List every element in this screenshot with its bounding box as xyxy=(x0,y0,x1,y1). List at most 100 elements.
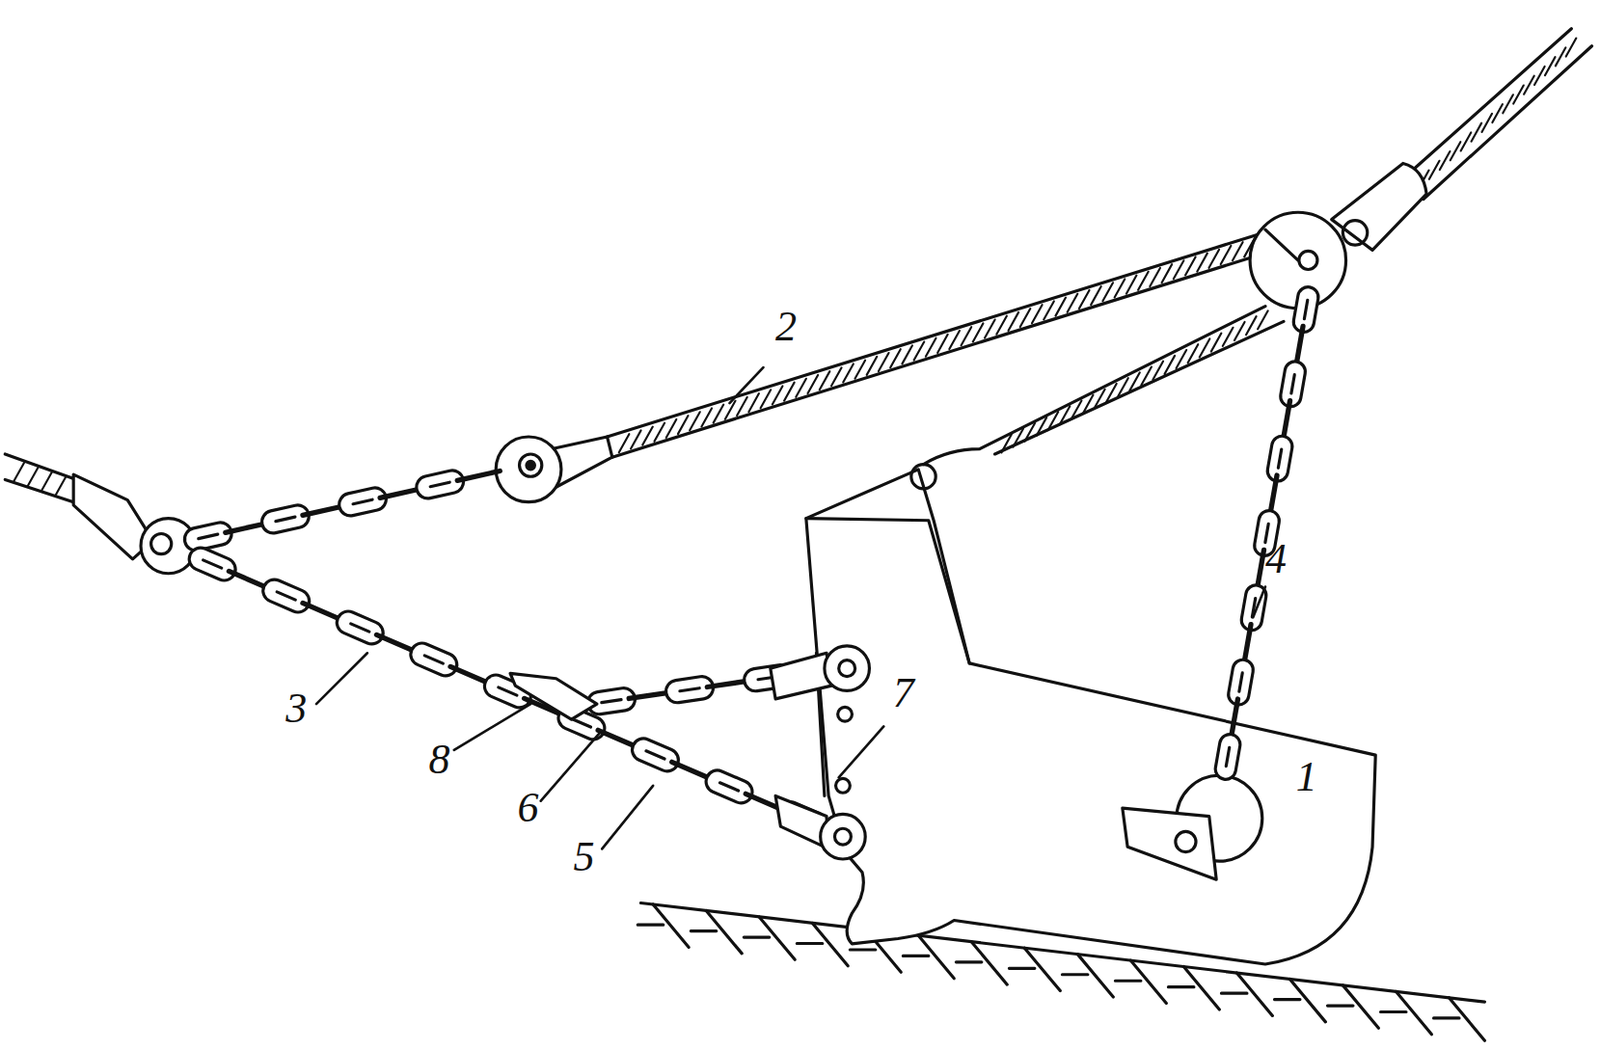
link-outline xyxy=(259,575,313,616)
callout-number: 5 xyxy=(573,836,596,879)
link-stud xyxy=(1225,747,1229,766)
chain-eye-fitting xyxy=(770,652,832,700)
rope-strand xyxy=(1094,389,1106,408)
rope-strand xyxy=(1048,411,1059,431)
rope-strand xyxy=(27,467,39,487)
chain-link xyxy=(333,607,387,648)
rope-strand xyxy=(1185,256,1196,275)
rope-strand xyxy=(949,330,960,350)
rope-strand xyxy=(1164,355,1175,375)
leader-line xyxy=(541,732,600,802)
wire-rope xyxy=(4,454,77,503)
rope-strand xyxy=(1079,290,1090,309)
shackle-plate xyxy=(1122,808,1217,880)
rope-strand xyxy=(984,320,996,339)
rope-strand xyxy=(925,338,937,357)
chain-link xyxy=(406,639,461,679)
rope-strand xyxy=(1071,400,1083,419)
chain-eye xyxy=(824,646,870,692)
link-stud xyxy=(198,534,218,539)
link-outline xyxy=(336,486,388,519)
link-outline xyxy=(414,468,466,502)
link-outline xyxy=(628,734,682,775)
hatch-mark xyxy=(1114,960,1167,1004)
rope-strand xyxy=(1138,271,1149,291)
rope-strand xyxy=(1036,417,1048,436)
rope-strand xyxy=(961,326,973,346)
rope-strand xyxy=(795,379,807,398)
rope-strand xyxy=(808,375,819,394)
ring-mark xyxy=(1265,229,1299,261)
rope-strand xyxy=(1149,268,1161,287)
rope-strand xyxy=(1140,367,1152,386)
link-outline xyxy=(182,520,234,554)
chain-link xyxy=(336,486,388,519)
rope-strand xyxy=(760,389,772,408)
rope-strand xyxy=(1534,66,1546,85)
callout-number: 7 xyxy=(893,672,915,715)
link-stud xyxy=(601,700,622,704)
rope-strand xyxy=(1196,253,1208,272)
rope-eye-dot xyxy=(526,461,535,469)
callout-number: 2 xyxy=(775,305,797,349)
pivot-pin xyxy=(911,464,936,489)
link-outline xyxy=(702,766,756,807)
ring-pin xyxy=(1299,250,1318,270)
link-stud xyxy=(719,783,738,791)
leader-line xyxy=(316,652,368,705)
link-outline xyxy=(1266,434,1295,484)
rope-socket xyxy=(1331,162,1427,250)
rope-strand xyxy=(713,405,725,424)
rope-strand xyxy=(1025,423,1036,442)
link-stud xyxy=(424,655,443,664)
rope-strand xyxy=(996,316,1007,335)
chain-eye-pin xyxy=(834,828,851,845)
chain-link xyxy=(664,675,715,705)
rope-strand xyxy=(772,385,784,405)
chain-link xyxy=(186,543,240,584)
rope-strand xyxy=(937,334,949,353)
rope-strand xyxy=(1126,275,1138,295)
hatch-mark xyxy=(1008,948,1060,991)
rope-strand xyxy=(1055,298,1066,317)
hatch-mark xyxy=(1381,991,1433,1034)
link-stud xyxy=(498,687,517,696)
rope-strand xyxy=(55,477,67,496)
rope-strand xyxy=(1001,433,1012,453)
link-stud xyxy=(571,719,591,728)
hatch-mark xyxy=(1274,978,1326,1022)
rope-strand xyxy=(1106,383,1117,403)
rope-strand xyxy=(1232,242,1244,261)
rope-strand xyxy=(1246,316,1257,335)
leader-line xyxy=(729,367,763,404)
rope-strand xyxy=(1083,395,1094,414)
rope-strand xyxy=(1257,310,1269,329)
rope-strand xyxy=(831,367,842,386)
link-stud xyxy=(1239,673,1243,692)
hatch-mark xyxy=(1167,967,1220,1010)
rope-strand xyxy=(689,411,701,431)
chain-link xyxy=(414,468,466,502)
link-stud xyxy=(430,482,450,487)
rope-strand xyxy=(1429,161,1440,180)
callout-number: 1 xyxy=(1296,756,1318,799)
hatch-mark xyxy=(1328,985,1380,1029)
leader-line xyxy=(839,726,885,778)
rope-strand xyxy=(1513,84,1524,104)
rope-strand xyxy=(890,349,901,368)
hatch-mark xyxy=(902,935,954,978)
rope-strand xyxy=(642,427,653,446)
rope-strand xyxy=(736,397,748,416)
link-outline xyxy=(186,543,240,584)
link-outline xyxy=(406,639,461,679)
leader-line xyxy=(1252,587,1266,619)
rope-strand xyxy=(1008,312,1020,331)
rope-strand xyxy=(1566,38,1577,57)
rope-strand xyxy=(842,363,854,382)
rope-strand xyxy=(1114,278,1126,298)
rope-strand xyxy=(1117,378,1129,397)
link-stud xyxy=(1303,299,1307,319)
anchor-arm-line xyxy=(806,518,970,664)
link-stud xyxy=(352,499,373,504)
